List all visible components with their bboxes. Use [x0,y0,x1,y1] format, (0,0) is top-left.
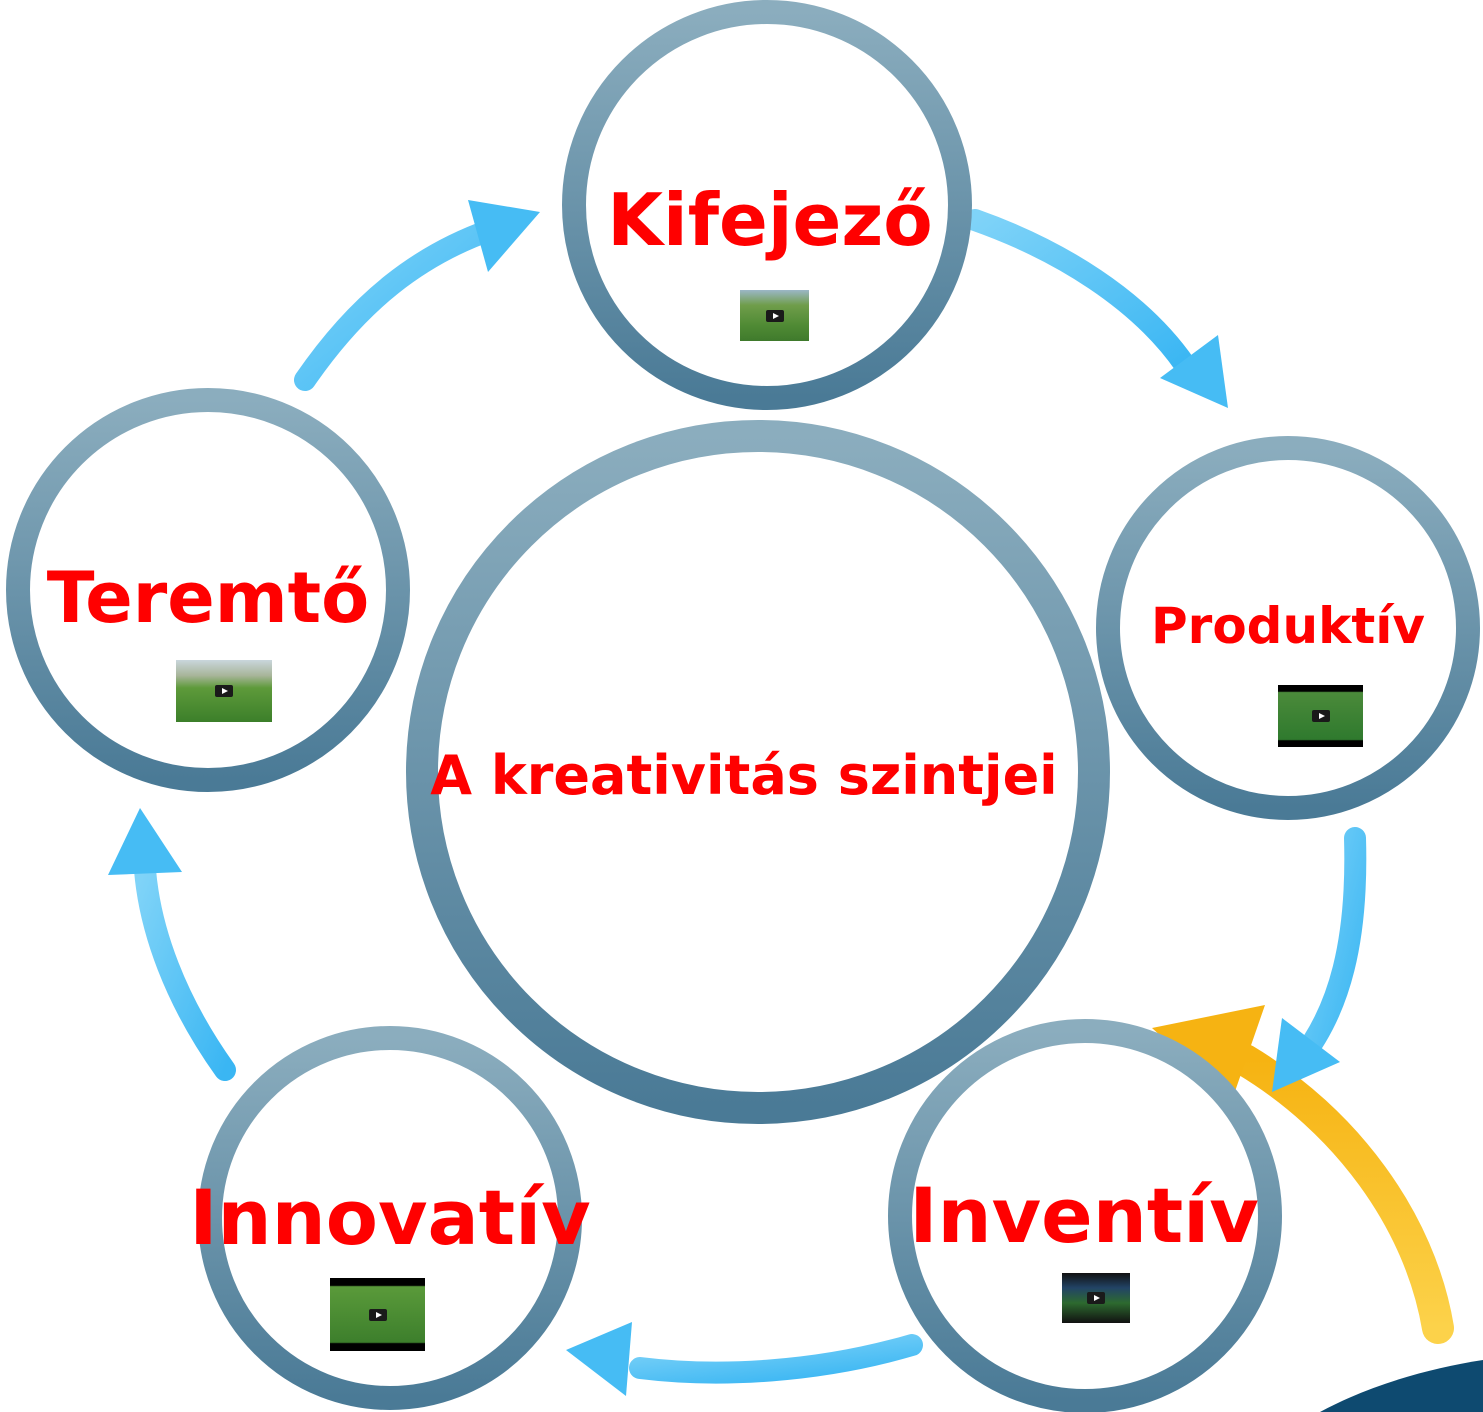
level-label-kifejezo: Kifejező [607,178,933,262]
arrow-teremto-to-kifejezo [294,200,540,391]
video-thumbnail-kifejezo[interactable] [740,290,809,341]
corner-accent-shape [1320,1360,1483,1412]
ring-teremto [6,388,410,792]
arrow-produktiv-to-inventiv [1272,827,1367,1092]
ring-innovativ [198,1026,582,1410]
video-thumbnail-innovativ[interactable] [330,1278,425,1351]
play-icon [215,685,233,697]
play-icon [1087,1292,1105,1304]
ring-kifejezo [562,0,972,410]
play-icon [368,1308,387,1321]
center-ring [406,420,1110,1124]
play-icon [1311,710,1330,722]
arrow-innovativ-to-teremto [108,808,236,1081]
ring-inventiv [888,1019,1282,1412]
video-thumbnail-produktiv[interactable] [1278,685,1363,747]
arrow-kifejezo-to-produktiv [964,209,1228,408]
video-thumbnail-teremto[interactable] [176,660,272,722]
play-icon [765,309,784,322]
level-label-innovativ: Innovatív [189,1173,591,1262]
level-label-produktiv: Produktív [1151,597,1425,655]
center-title: A kreativitás szintjei [430,744,1058,807]
ring-produktiv [1096,436,1480,820]
level-label-inventiv: Inventív [909,1171,1259,1260]
video-thumbnail-inventiv[interactable] [1062,1273,1130,1323]
arrow-inventiv-to-innovativ [566,1322,923,1396]
level-label-teremto: Teremtő [46,557,370,639]
